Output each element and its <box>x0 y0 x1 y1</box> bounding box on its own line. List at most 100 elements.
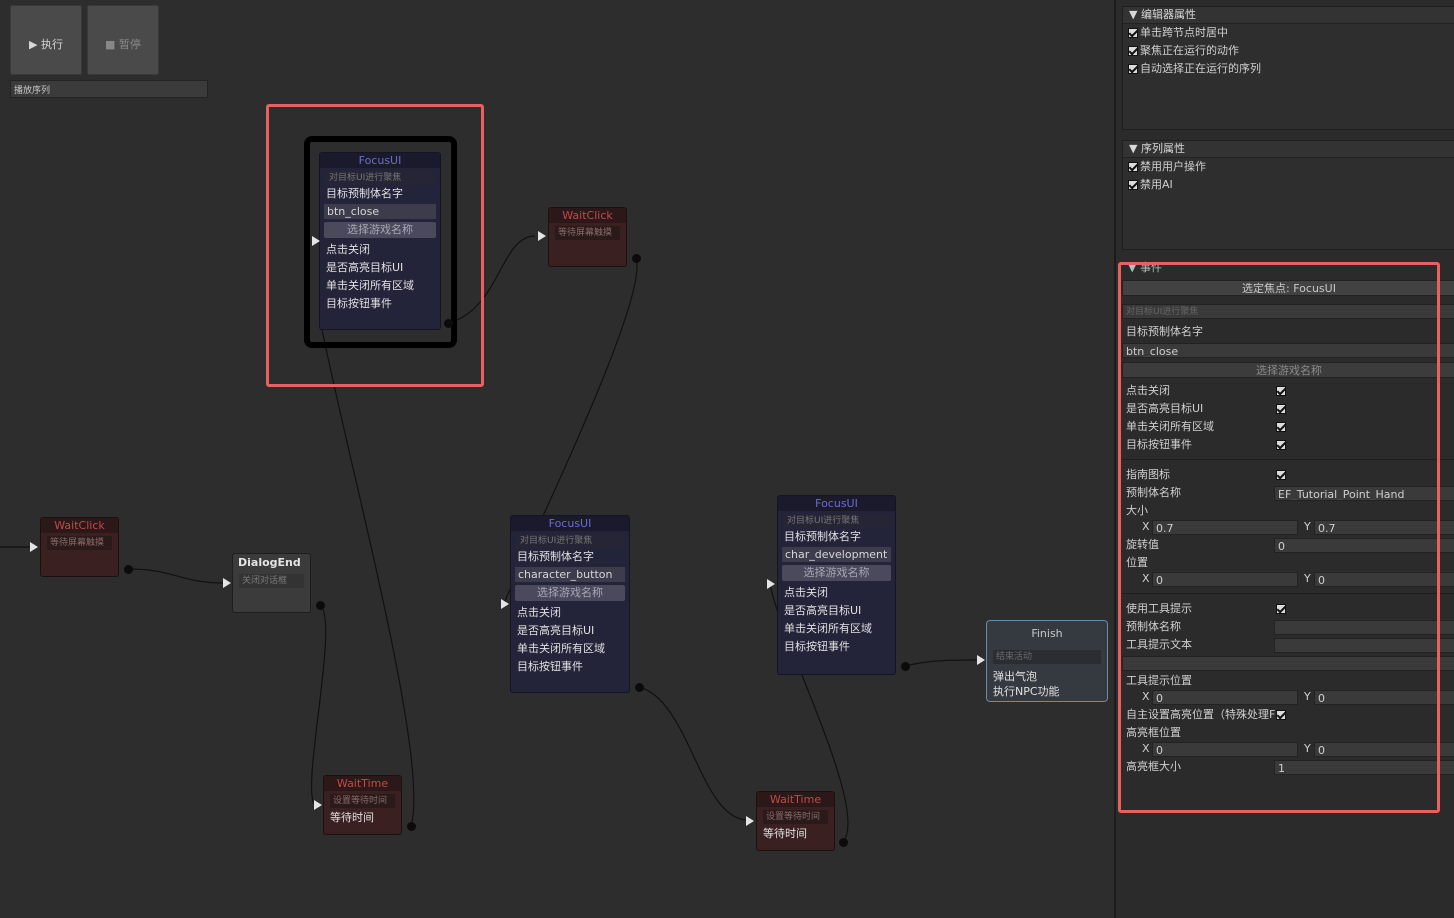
tooltip-pos-label: 工具提示位置 <box>1126 674 1192 687</box>
input-port[interactable] <box>223 578 231 588</box>
input-port[interactable] <box>30 542 38 552</box>
rotation-field[interactable]: 0 <box>1274 538 1454 553</box>
waitclick-node-1[interactable]: WaitClick 等待屏幕触摸 <box>549 208 626 266</box>
highlight-size-field[interactable]: 1 <box>1274 760 1454 775</box>
checkbox-icon[interactable] <box>1128 28 1138 38</box>
select-game-name-button[interactable]: 选择游戏名称 <box>324 222 436 238</box>
checkbox-icon[interactable] <box>1128 162 1138 172</box>
input-port[interactable] <box>538 231 546 241</box>
focusui-node-3[interactable]: FocusUI 对目标UI进行聚焦 目标预制体名字 char_developme… <box>778 496 895 674</box>
tooltip-text-area[interactable] <box>1122 656 1454 671</box>
checkbox-disable-ai[interactable]: 禁用AI <box>1123 176 1454 194</box>
prefab-field[interactable]: btn_close <box>1122 343 1454 358</box>
tip-x-label: X <box>1142 690 1150 703</box>
option-button-event: 目标按钮事件 <box>784 640 850 653</box>
prefab-label: 目标预制体名字 <box>517 550 594 563</box>
tooltip-text-label: 工具提示文本 <box>1126 638 1192 651</box>
output-port[interactable] <box>124 565 133 574</box>
highlight-box-node <box>266 104 484 387</box>
selected-focus-button[interactable]: 选定焦点: FocusUI <box>1122 280 1454 296</box>
tooltip-text-field[interactable] <box>1274 638 1454 653</box>
size-x-field[interactable]: 0.7 <box>1152 520 1298 535</box>
finish-node[interactable]: Finish 结束活动 弹出气泡 执行NPC功能 <box>987 621 1107 701</box>
checkbox-icon[interactable] <box>1128 180 1138 190</box>
node-subtitle: 结束活动 <box>993 650 1101 664</box>
checkbox-guide-icon[interactable] <box>1276 470 1286 480</box>
hl-x-field[interactable]: 0 <box>1152 742 1298 757</box>
option-click-close: 点击关闭 <box>784 586 828 599</box>
output-port[interactable] <box>839 838 848 847</box>
option-button-event: 目标按钮事件 <box>326 297 392 310</box>
prefab-value[interactable]: btn_close <box>324 204 436 219</box>
select-game-name-button[interactable]: 选择游戏名称 <box>515 585 625 601</box>
input-port[interactable] <box>746 816 754 826</box>
opt-click-close-label: 点击关闭 <box>1126 384 1170 397</box>
checkbox-disable-user-input[interactable]: 禁用用户操作 <box>1123 158 1454 176</box>
tooltip-prefab-field[interactable] <box>1274 620 1454 635</box>
input-port[interactable] <box>314 800 322 810</box>
output-port[interactable] <box>635 683 644 692</box>
node-title: FocusUI <box>778 496 895 511</box>
highlight-box-inspector <box>1118 262 1440 813</box>
option-button-event: 目标按钮事件 <box>517 660 583 673</box>
output-port[interactable] <box>632 254 641 263</box>
dialogend-node[interactable]: DialogEnd 关闭对话框 <box>233 554 310 612</box>
input-port[interactable] <box>767 579 775 589</box>
graph-canvas[interactable]: ▶ 执行 ■ 暂停 播放序列 FocusUI 对目标UI进行聚焦 目标预制体名字… <box>0 0 1114 918</box>
sequence-properties-section: ▼ 序列属性 禁用用户操作 禁用AI <box>1122 140 1454 250</box>
input-port[interactable] <box>977 655 985 665</box>
guide-icon-label: 指南图标 <box>1126 468 1170 481</box>
opt-close-all-label: 单击关闭所有区域 <box>1126 420 1214 433</box>
waitclick-node-2[interactable]: WaitClick 等待屏幕触摸 <box>41 518 118 576</box>
option-highlight-target: 是否高亮目标UI <box>326 261 404 274</box>
node-subtitle: 设置等待时间 <box>330 794 395 808</box>
pos-y-label: Y <box>1304 572 1311 585</box>
checkbox-focus-running-action[interactable]: 聚焦正在运行的动作 <box>1123 42 1454 60</box>
focusui-node-1[interactable]: FocusUI 对目标UI进行聚焦 目标预制体名字 btn_close 选择游戏… <box>320 153 440 329</box>
checkbox-center-on-click[interactable]: 单击跨节点时居中 <box>1123 24 1454 42</box>
option-close-all-area: 单击关闭所有区域 <box>517 642 605 655</box>
checkbox-icon[interactable] <box>1128 46 1138 56</box>
run-button[interactable]: ▶ 执行 <box>10 5 82 75</box>
checkbox-button-event[interactable] <box>1276 440 1286 450</box>
checkbox-auto-select-sequence[interactable]: 自动选择正在运行的序列 <box>1123 60 1454 78</box>
node-subtitle: 对目标UI进行聚焦 <box>517 534 623 548</box>
hl-y-field[interactable]: 0 <box>1314 742 1454 757</box>
prefab-name-field[interactable]: EF_Tutorial_Point_Hand <box>1274 486 1454 501</box>
input-port[interactable] <box>312 236 320 246</box>
focusui-node-2[interactable]: FocusUI 对目标UI进行聚焦 目标预制体名字 character_butt… <box>511 516 629 692</box>
checkbox-use-tooltip[interactable] <box>1276 604 1286 614</box>
output-port[interactable] <box>901 662 910 671</box>
prefab-value[interactable]: character_button <box>515 567 625 582</box>
waittime-node-2[interactable]: WaitTime 设置等待时间 等待时间 <box>757 792 834 850</box>
size-y-field[interactable]: 0.7 <box>1314 520 1454 535</box>
use-tooltip-label: 使用工具提示 <box>1126 602 1192 615</box>
finish-row-bubble: 弹出气泡 <box>993 670 1037 683</box>
section-header[interactable]: ▼ 序列属性 <box>1123 141 1454 158</box>
tip-x-field[interactable]: 0 <box>1152 690 1298 705</box>
output-port[interactable] <box>444 319 453 328</box>
size-label: 大小 <box>1126 504 1148 517</box>
checkbox-custom-highlight[interactable] <box>1276 710 1286 720</box>
output-port[interactable] <box>407 822 416 831</box>
checkbox-close-all[interactable] <box>1276 422 1286 432</box>
checkbox-click-close[interactable] <box>1276 386 1286 396</box>
section-header[interactable]: ▼ 编辑器属性 <box>1123 7 1454 24</box>
pause-button[interactable]: ■ 暂停 <box>87 5 159 75</box>
waittime-node-1[interactable]: WaitTime 设置等待时间 等待时间 <box>324 776 401 834</box>
checkbox-icon[interactable] <box>1128 64 1138 74</box>
hl-x-label: X <box>1142 742 1150 755</box>
node-subtitle: 对目标UI进行聚焦 <box>784 514 889 528</box>
prefab-value[interactable]: char_development <box>782 547 891 562</box>
sequence-field[interactable]: 播放序列 <box>10 80 208 98</box>
pos-x-field[interactable]: 0 <box>1152 572 1298 587</box>
select-game-name-button[interactable]: 选择游戏名称 <box>782 565 891 581</box>
position-label: 位置 <box>1126 556 1148 569</box>
checkbox-highlight[interactable] <box>1276 404 1286 414</box>
input-port[interactable] <box>501 599 509 609</box>
pos-y-field[interactable]: 0 <box>1314 572 1454 587</box>
output-port[interactable] <box>316 601 325 610</box>
tip-y-field[interactable]: 0 <box>1314 690 1454 705</box>
connection-wires <box>0 235 979 843</box>
select-game-name-button[interactable]: 选择游戏名称 <box>1122 362 1454 378</box>
